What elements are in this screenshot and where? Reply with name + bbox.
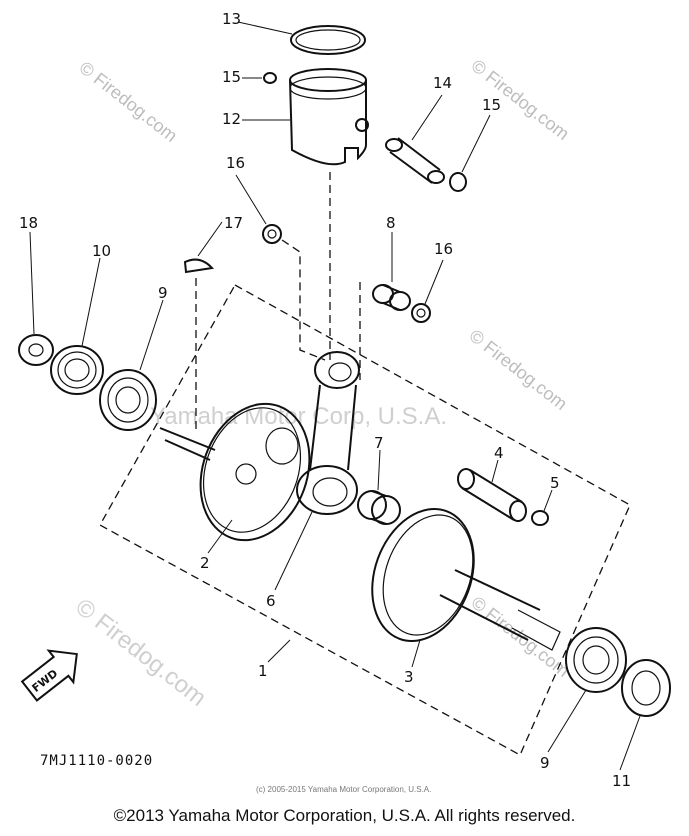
thrust-washer (411, 303, 431, 323)
crank-bearing-left (99, 369, 157, 431)
crankshaft-right-half (371, 508, 561, 651)
crank-bearing-left-outer (50, 345, 104, 395)
callout-6: 6 (266, 592, 276, 610)
crank-plug (531, 510, 549, 526)
piston-pin (385, 137, 445, 184)
callout-13: 13 (222, 10, 241, 28)
piston-ring (290, 25, 366, 55)
callout-10: 10 (92, 242, 111, 260)
callout-16: 16 (434, 240, 453, 258)
callout-7: 7 (374, 434, 384, 452)
needle-bearing-big (357, 490, 401, 525)
diagram-code: 7MJ1110-0020 (40, 753, 153, 769)
circlip (449, 172, 467, 192)
circlip (263, 72, 277, 84)
watermark-center: Yamaha Motor Corp, U.S.A. (150, 403, 447, 430)
watermark: © Firedog.com (466, 325, 572, 414)
callout-1: 1 (258, 662, 268, 680)
watermark: © Firedog.com (70, 593, 211, 711)
thrust-washer (262, 224, 282, 244)
crankshaft-assembly-outline (99, 284, 631, 756)
watermark: © Firedog.com (76, 57, 182, 146)
woodruff-key (183, 258, 215, 274)
needle-bearing-small (372, 284, 411, 311)
piston (289, 68, 369, 166)
oil-seal (621, 659, 671, 717)
callout-2: 2 (200, 554, 210, 572)
fwd-arrow-icon: FWD (20, 649, 78, 702)
crankshaft-left-half (159, 402, 311, 542)
callout-12: 12 (222, 110, 241, 128)
connecting-rod (296, 351, 360, 515)
small-copyright-notice: (c) 2005-2015 Yamaha Motor Corporation, … (256, 785, 431, 794)
callout-9: 9 (540, 754, 550, 772)
callout-3: 3 (404, 668, 414, 686)
callout-15: 15 (222, 68, 241, 86)
callout-15: 15 (482, 96, 501, 114)
callout-17: 17 (224, 214, 243, 232)
callout-8: 8 (386, 214, 396, 232)
callout-18: 18 (19, 214, 38, 232)
crankshaft-nut (18, 334, 54, 366)
copyright-footer: ©2013 Yamaha Motor Corporation, U.S.A. A… (113, 806, 576, 825)
callout-5: 5 (550, 474, 560, 492)
callout-14: 14 (433, 74, 452, 92)
callout-11: 11 (612, 772, 631, 790)
callout-4: 4 (494, 444, 504, 462)
callout-16: 16 (226, 154, 245, 172)
crank-bearing-right (565, 627, 627, 693)
callout-9: 9 (158, 284, 168, 302)
crank-pin (457, 468, 527, 522)
